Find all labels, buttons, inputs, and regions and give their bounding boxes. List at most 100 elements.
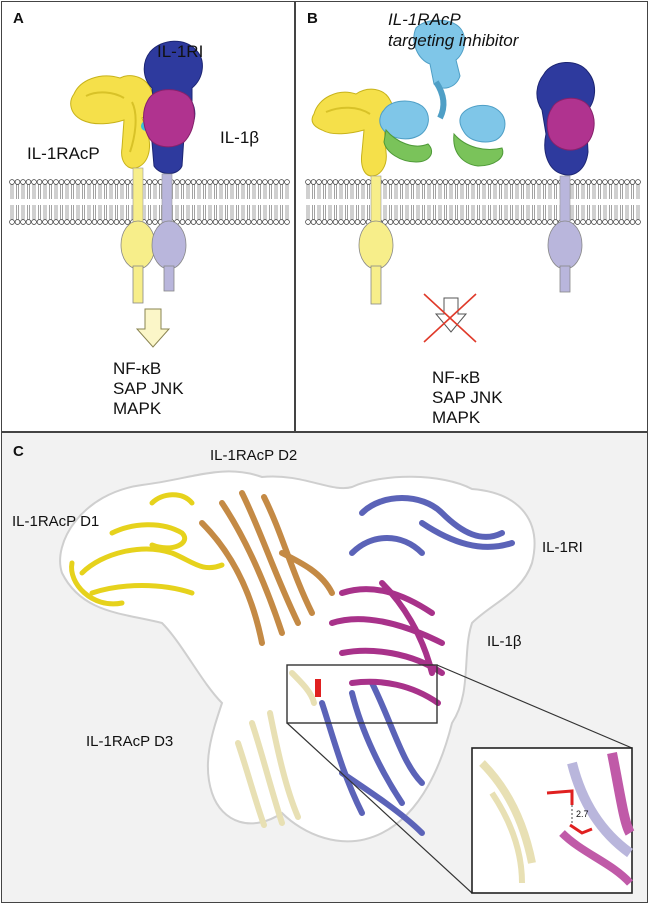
lipid-head <box>431 219 438 225</box>
lipid-head <box>234 179 241 185</box>
lipid-head <box>327 219 333 225</box>
label-il1b: IL-1β <box>487 633 522 650</box>
lipid-head <box>64 219 70 225</box>
lipid-tail <box>197 205 201 220</box>
lipid-head <box>349 179 355 185</box>
lipid-tail <box>466 205 469 220</box>
lipid-tail <box>27 205 30 220</box>
lipid-tail <box>526 205 530 220</box>
lipid-head <box>591 219 597 225</box>
membrane-bilayer-icon <box>305 179 641 225</box>
lipid-tail <box>208 205 212 220</box>
lipid-head <box>256 219 263 225</box>
lipid-head <box>415 219 421 225</box>
lipid-head <box>354 179 361 185</box>
lipid-head <box>245 179 252 185</box>
lipid-head <box>360 219 366 225</box>
lipid-tail <box>76 184 80 199</box>
lipid-head <box>519 179 526 185</box>
lipid-tail <box>317 184 321 199</box>
lipid-tail <box>510 205 513 220</box>
lipid-head <box>75 219 81 225</box>
lipid-tail <box>54 205 58 220</box>
lipid-head <box>86 219 92 225</box>
lipid-tail <box>438 205 442 220</box>
lipid-tail <box>411 205 414 220</box>
lipid-head <box>382 179 388 185</box>
lipid-tail <box>444 184 447 199</box>
lipid-head <box>152 179 158 185</box>
lipid-tail <box>120 205 124 220</box>
lipid-head <box>234 219 241 225</box>
il1racp-tail <box>370 265 382 305</box>
lipid-tail <box>27 184 30 199</box>
lipid-head <box>9 179 15 185</box>
lipid-head <box>20 219 26 225</box>
lipid-tail <box>614 184 618 199</box>
lipid-tail <box>32 184 36 199</box>
lipid-head <box>470 219 476 225</box>
lipid-head <box>635 179 641 185</box>
lipid-head <box>470 179 476 185</box>
lipid-tail <box>455 205 458 220</box>
lipid-tail <box>82 184 85 199</box>
il1ri-transmembrane <box>559 175 571 229</box>
lipid-head <box>580 179 586 185</box>
lipid-head <box>343 219 350 225</box>
lipid-tail <box>263 184 267 199</box>
zoom-inset-icon <box>471 747 635 894</box>
panel-a-il1ri-label: IL-1RI <box>157 42 204 61</box>
lipid-head <box>393 179 399 185</box>
lipid-tail <box>603 184 607 199</box>
lipid-head <box>240 219 246 225</box>
lipid-tail <box>269 184 272 199</box>
lipid-tail <box>274 184 278 199</box>
lipid-tail <box>285 205 289 220</box>
signal-arrow-icon <box>135 308 171 348</box>
lipid-tail <box>554 205 557 220</box>
lipid-head <box>305 179 311 185</box>
lipid-tail <box>175 205 179 220</box>
interface-residue <box>315 679 321 697</box>
lipid-head <box>508 219 515 225</box>
lipid-tail <box>356 184 359 199</box>
panel-a: A IL-1RI IL-1RAcP IL-1β NF-κB SAP JNK <box>1 1 295 432</box>
lipid-tail <box>192 205 195 220</box>
lipid-head <box>635 219 641 225</box>
lipid-tail <box>49 205 52 220</box>
d3-domain-ribbon <box>235 670 317 828</box>
lipid-head <box>310 179 317 185</box>
lipid-tail <box>482 205 486 220</box>
lipid-tail <box>543 184 546 199</box>
lipid-tail <box>153 205 157 220</box>
lipid-head <box>486 219 493 225</box>
lipid-head <box>185 179 191 185</box>
lipid-head <box>508 179 515 185</box>
lipid-tail <box>620 184 623 199</box>
lipid-head <box>398 219 405 225</box>
lipid-head <box>47 219 54 225</box>
lipid-head <box>102 219 109 225</box>
lipid-head <box>409 179 416 185</box>
lipid-head <box>426 219 432 225</box>
lipid-head <box>574 219 581 225</box>
lipid-head <box>47 179 54 185</box>
lipid-head <box>91 179 98 185</box>
lipid-tail <box>532 184 535 199</box>
lipid-tail <box>636 184 640 199</box>
il1ri-tail <box>163 265 175 292</box>
lipid-head <box>124 219 131 225</box>
lipid-tail <box>71 205 74 220</box>
lipid-tail <box>87 184 91 199</box>
lipid-tail <box>98 205 102 220</box>
lipid-tail <box>197 184 201 199</box>
lipid-head <box>212 179 219 185</box>
lipid-head <box>459 179 465 185</box>
lipid-head <box>53 179 59 185</box>
lipid-head <box>14 219 21 225</box>
lipid-tail <box>361 184 365 199</box>
il1ri-tir-domain <box>151 220 187 270</box>
lipid-head <box>569 179 575 185</box>
panel-b-signaling-list: NF-κB SAP JNK MAPK <box>432 368 503 428</box>
lipid-head <box>602 219 608 225</box>
